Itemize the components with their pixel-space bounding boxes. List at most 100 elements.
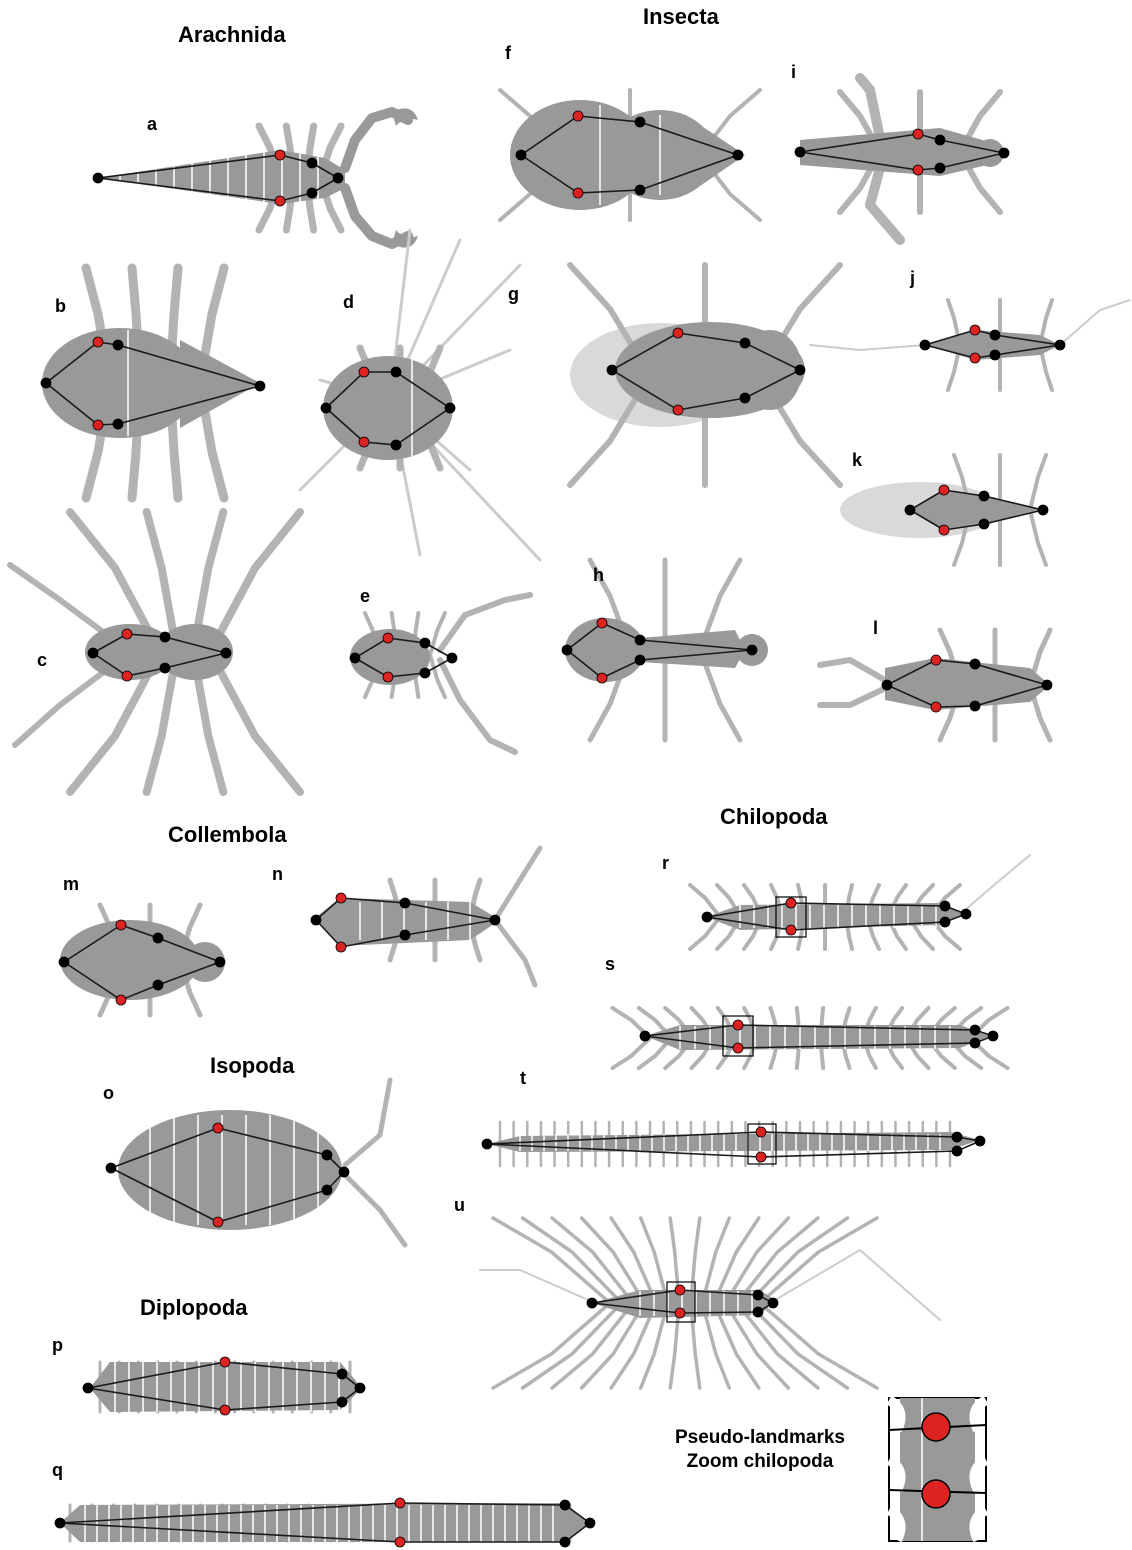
leg <box>66 648 164 796</box>
pseudo-landmark-point <box>921 1479 951 1509</box>
landmark-point <box>969 1037 981 1049</box>
landmark-point <box>634 654 646 666</box>
pseudo-landmark-point <box>92 336 104 348</box>
landmark-point <box>752 1306 764 1318</box>
landmark-point <box>951 1145 963 1157</box>
pseudo-landmark-point <box>672 404 684 416</box>
landmark-point <box>794 364 806 376</box>
leg <box>758 1301 879 1390</box>
leg <box>142 648 181 796</box>
panel-letter-h: h <box>593 565 604 585</box>
specimen-b-arachnid <box>40 263 266 503</box>
leg <box>1028 508 1048 567</box>
pseudo-landmark-point <box>219 1356 231 1368</box>
landmark-point <box>1041 679 1053 691</box>
zoom-leg <box>886 1395 906 1433</box>
leg <box>609 1301 658 1390</box>
landmark-point <box>306 187 318 199</box>
body <box>910 490 1040 530</box>
pseudo-landmark-point <box>674 1307 686 1319</box>
leg <box>712 1301 761 1390</box>
legend-caption: Pseudo-landmarks Zoom chilopoda <box>652 1426 868 1474</box>
landmark-point <box>481 1138 493 1150</box>
panel-letter-e: e <box>360 586 371 606</box>
landmark-point <box>54 1517 66 1529</box>
pseudo-landmark-point <box>382 671 394 683</box>
landmark-point <box>1037 504 1049 516</box>
pseudo-landmark-point <box>785 924 797 936</box>
specimen-d-mite <box>298 228 542 562</box>
pseudo-landmark-point <box>732 1019 744 1031</box>
specimen-u-centipede <box>479 1216 941 1390</box>
body <box>98 150 345 204</box>
pseudo-landmark-point <box>938 484 950 496</box>
body <box>706 903 966 930</box>
legend-line-zoom-chilopoda: Zoom chilopoda <box>686 1451 834 1472</box>
zoom-box <box>722 1015 754 1057</box>
leg <box>855 73 885 143</box>
zoom-leg <box>969 1505 989 1543</box>
specimen-g-cockroach <box>567 262 843 488</box>
pseudo-landmark-point <box>121 628 133 640</box>
pseudo-landmark-point <box>969 352 981 364</box>
body-part <box>976 139 1004 167</box>
pseudo-landmark-point <box>921 1412 951 1442</box>
specimen-l-earwig <box>817 627 1053 743</box>
body-part <box>60 920 200 1000</box>
leg <box>817 657 893 686</box>
specimen-o-isopod <box>105 1077 408 1248</box>
landmark-point <box>978 490 990 502</box>
leg <box>491 1216 612 1305</box>
landmark-point <box>586 1297 598 1309</box>
head <box>700 125 745 186</box>
specimen-h-ant <box>561 557 768 743</box>
panel-letter-m: m <box>63 874 80 894</box>
landmark-point <box>974 1135 986 1147</box>
pseudo-landmark-point <box>596 672 608 684</box>
landmark-point <box>732 149 744 161</box>
pseudo-landmark-point <box>394 1536 406 1548</box>
landmark-point <box>639 1030 651 1042</box>
landmark-point <box>446 652 458 664</box>
landmark-point <box>634 634 646 646</box>
leg <box>638 1301 670 1390</box>
body <box>800 128 1000 176</box>
pseudo-landmark-point <box>572 187 584 199</box>
zoom-leg <box>886 1455 906 1493</box>
body <box>885 658 1050 710</box>
pseudo-landmark-point <box>274 149 286 161</box>
pseudo-landmark-point <box>212 1216 224 1228</box>
leg <box>342 1077 393 1168</box>
leg <box>817 683 893 708</box>
leg <box>697 557 743 653</box>
pseudo-landmark-point <box>212 1122 224 1134</box>
leg <box>688 915 722 951</box>
pseudo-landmark-point <box>572 110 584 122</box>
body-part <box>350 629 430 685</box>
landmark-point <box>969 658 981 670</box>
landmark-point <box>214 956 226 968</box>
landmark-point <box>419 637 431 649</box>
pseudo-landmark-point <box>115 919 127 931</box>
landmark-point <box>321 1184 333 1196</box>
pseudo-landmark-point <box>394 1497 406 1509</box>
landmark-point <box>752 1289 764 1301</box>
landmark-point <box>634 116 646 128</box>
pseudo-landmark-point <box>672 327 684 339</box>
landmark-point <box>399 929 411 941</box>
leg <box>342 1172 408 1248</box>
leg <box>723 1216 791 1305</box>
zoom-leg <box>969 1395 989 1433</box>
leg <box>689 1216 702 1305</box>
leg <box>437 592 533 653</box>
landmark-point <box>399 897 411 909</box>
landmark-point <box>794 146 806 158</box>
panel-letter-p: p <box>52 1335 63 1355</box>
landmark-point <box>349 652 361 664</box>
specimen-t-centipede <box>481 1120 986 1168</box>
panel-letter-b: b <box>55 296 66 316</box>
leg <box>189 648 228 796</box>
landmark-point <box>934 162 946 174</box>
leg <box>428 653 447 699</box>
landmark-point <box>969 1024 981 1036</box>
